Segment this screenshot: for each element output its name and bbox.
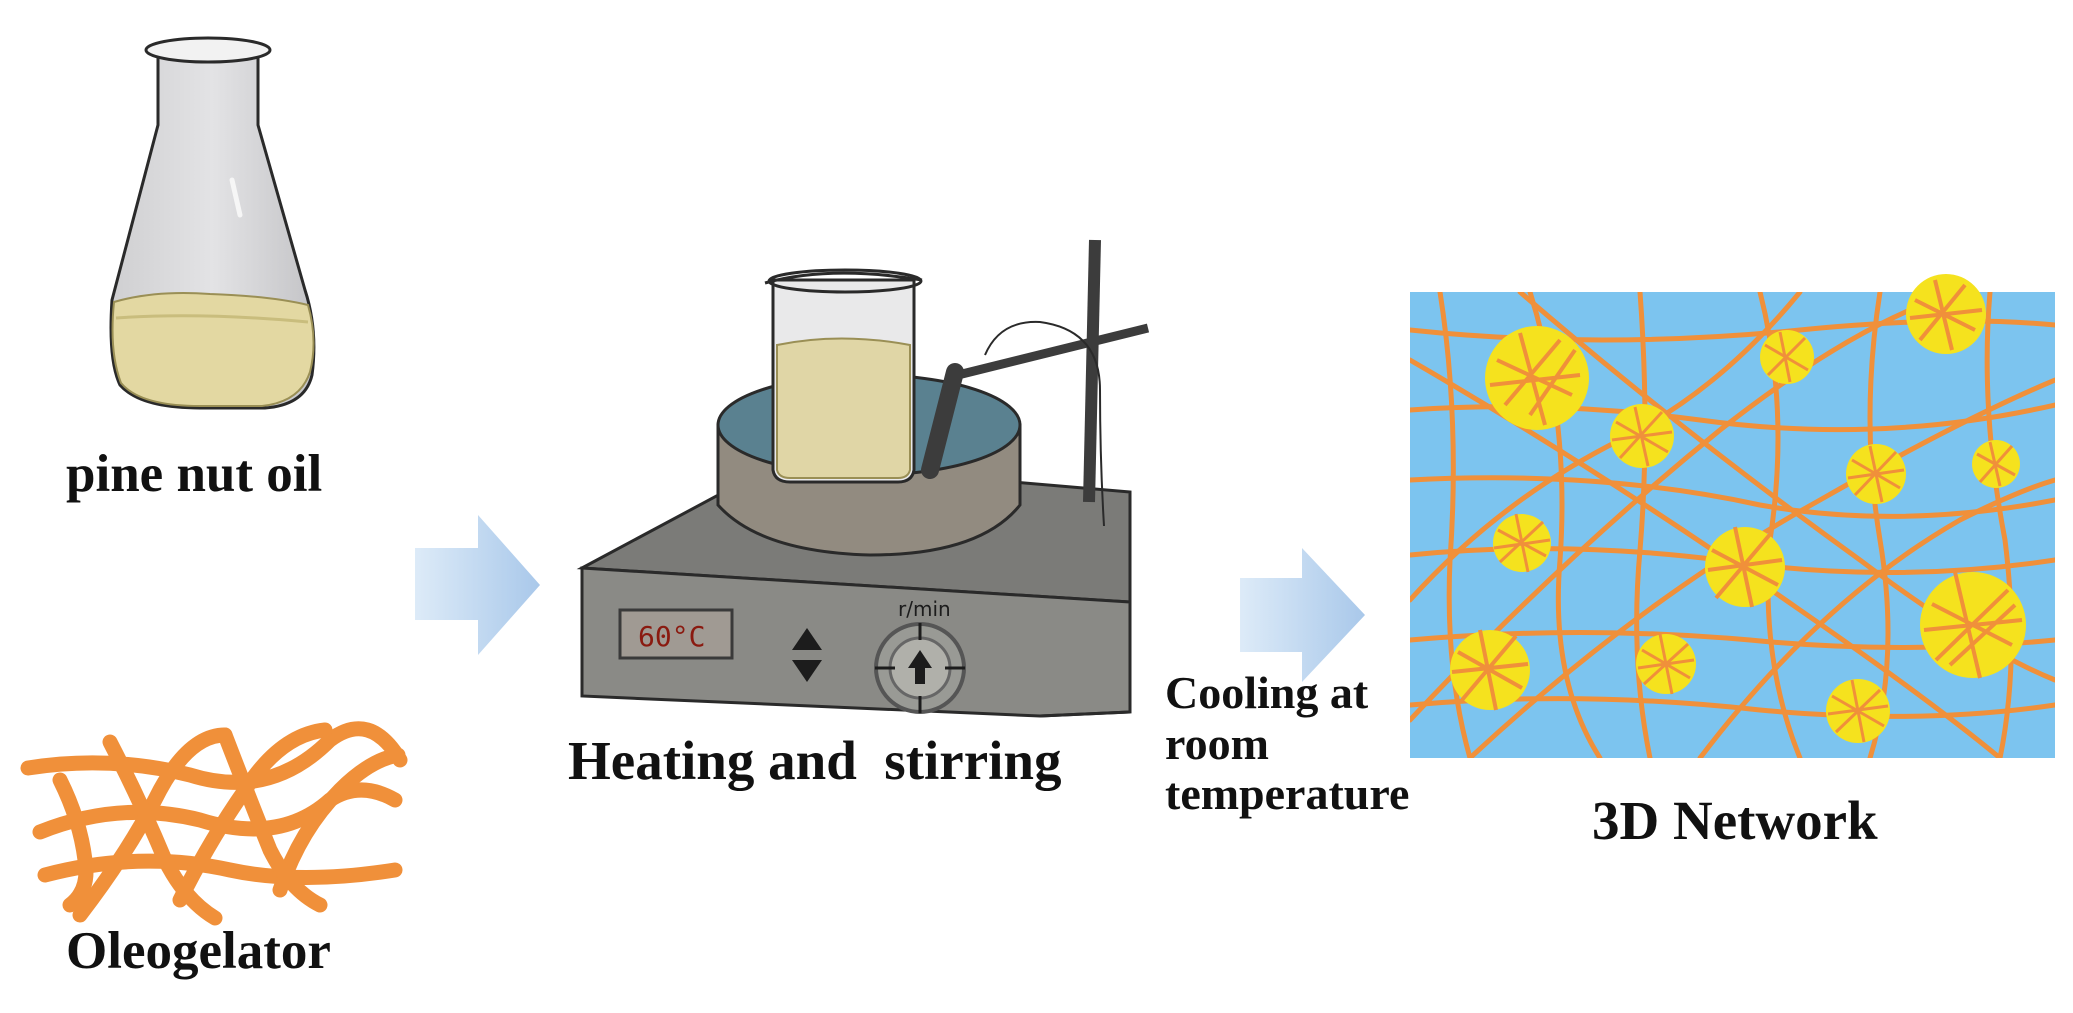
heating-stirring-label: Heating and stirring	[568, 730, 1062, 791]
oil-droplet	[1450, 629, 1530, 711]
arrow-right-icon	[1240, 548, 1365, 682]
arrow-up-icon	[908, 650, 932, 684]
up-arrow-icon	[792, 628, 822, 650]
oil-droplet	[1610, 404, 1674, 468]
cooling-label-line-1: Cooling at	[1165, 667, 1369, 718]
oil-droplet	[1920, 571, 2026, 679]
oleogelator-label: Oleogelator	[66, 922, 331, 980]
speed-knob	[874, 622, 966, 714]
oil-droplet	[1493, 513, 1551, 573]
oil-droplet	[1972, 440, 2020, 488]
oil-droplet	[1705, 526, 1785, 608]
hot-plate-stirrer-icon: 60°C r/min	[576, 239, 1150, 718]
oil-droplet	[1906, 274, 1986, 354]
pine-nut-oil-label: pine nut oil	[66, 445, 323, 503]
oil-droplet	[1846, 444, 1906, 504]
down-arrow-icon	[792, 660, 822, 682]
cooling-label-line-2: room	[1165, 717, 1269, 769]
cooling-label: Cooling at room temperature	[1165, 667, 1410, 820]
oil-droplet	[1636, 633, 1696, 695]
flask-icon	[109, 36, 316, 410]
oil-droplet	[1485, 326, 1589, 430]
oil-droplet	[1826, 679, 1890, 743]
cooling-label-line-3: temperature	[1165, 768, 1410, 820]
arrow-right-icon	[415, 515, 540, 655]
temperature-display: 60°C	[638, 620, 705, 653]
knob-unit-label: r/min	[898, 597, 951, 621]
3d-network-label: 3D Network	[1592, 790, 1878, 851]
fiber-tangle-icon	[20, 721, 408, 926]
gel-network-icon	[1410, 274, 2055, 758]
oil-droplet	[1760, 330, 1814, 384]
